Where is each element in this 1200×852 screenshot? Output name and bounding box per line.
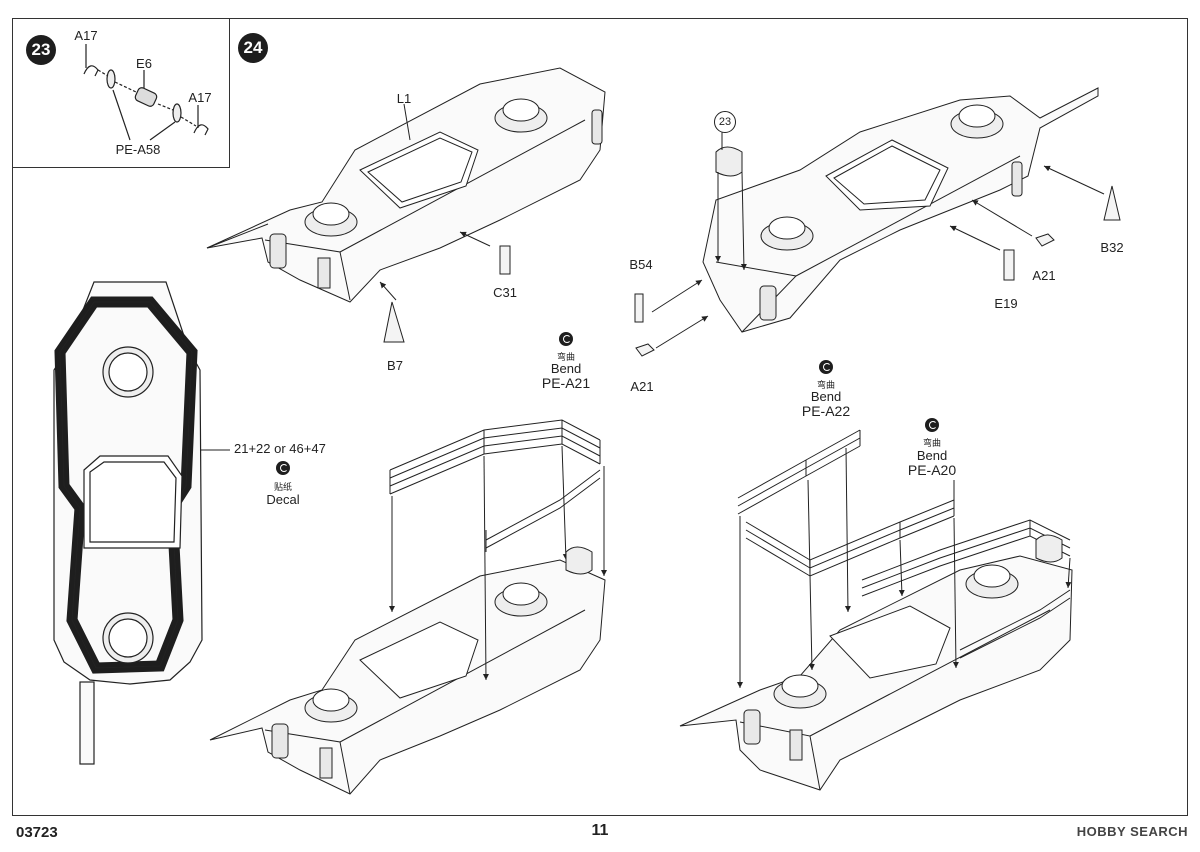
page-number: 11	[591, 822, 609, 839]
label-bend-cn-a20: 弯曲	[922, 438, 942, 448]
product-code: 03723	[16, 824, 58, 841]
label-bend-cn-a22: 弯曲	[816, 380, 836, 390]
label-decal: Decal	[266, 492, 300, 507]
label-a21-right: A21	[1032, 268, 1056, 283]
label-decal-cn: 贴纸	[273, 482, 293, 492]
step23-assembly	[83, 44, 209, 141]
label-bend-a21: Bend	[550, 361, 582, 376]
label-decal-numbers: 21+22 or 46+47	[234, 441, 326, 456]
label-bend-a22: Bend	[810, 389, 842, 404]
hull-upper-right	[702, 87, 1099, 333]
hull-upper-left	[206, 67, 606, 303]
bend-icon-a22	[819, 360, 833, 374]
bend-icon-a20	[925, 418, 939, 432]
railing-pe-a22-a20	[737, 429, 1072, 688]
hull-lower-right	[679, 555, 1073, 791]
label-b54: B54	[629, 257, 653, 272]
label-l1: L1	[396, 91, 412, 106]
step-23-number: 23	[26, 35, 56, 65]
decal-icon	[276, 461, 290, 475]
bend-icon-a21	[559, 332, 573, 346]
watermark-brand: HOBBY SEARCH	[1076, 824, 1188, 839]
railing-pe-a21	[389, 419, 607, 681]
label-pe-a21: PE-A21	[541, 375, 591, 391]
label-bend-cn-a21: 弯曲	[556, 352, 576, 362]
label-pe-a58: PE-A58	[115, 142, 161, 157]
label-pe-a20: PE-A20	[907, 462, 957, 478]
label-b32: B32	[1100, 240, 1124, 255]
label-a17-bottom: A17	[188, 90, 212, 105]
label-bend-a20: Bend	[916, 448, 948, 463]
label-a17-top: A17	[74, 28, 98, 43]
hull-lower-left	[209, 559, 606, 795]
label-c31: C31	[493, 285, 517, 300]
label-e6: E6	[136, 56, 152, 71]
step-23-reference: 23	[714, 111, 736, 133]
page-frame	[12, 18, 1188, 816]
hull-top-view	[53, 281, 203, 765]
step-24-number: 24	[238, 33, 268, 63]
label-b7: B7	[387, 358, 403, 373]
step23-panel	[12, 18, 230, 168]
label-a21-left: A21	[630, 379, 654, 394]
label-pe-a22: PE-A22	[801, 403, 851, 419]
label-e19: E19	[994, 296, 1018, 311]
